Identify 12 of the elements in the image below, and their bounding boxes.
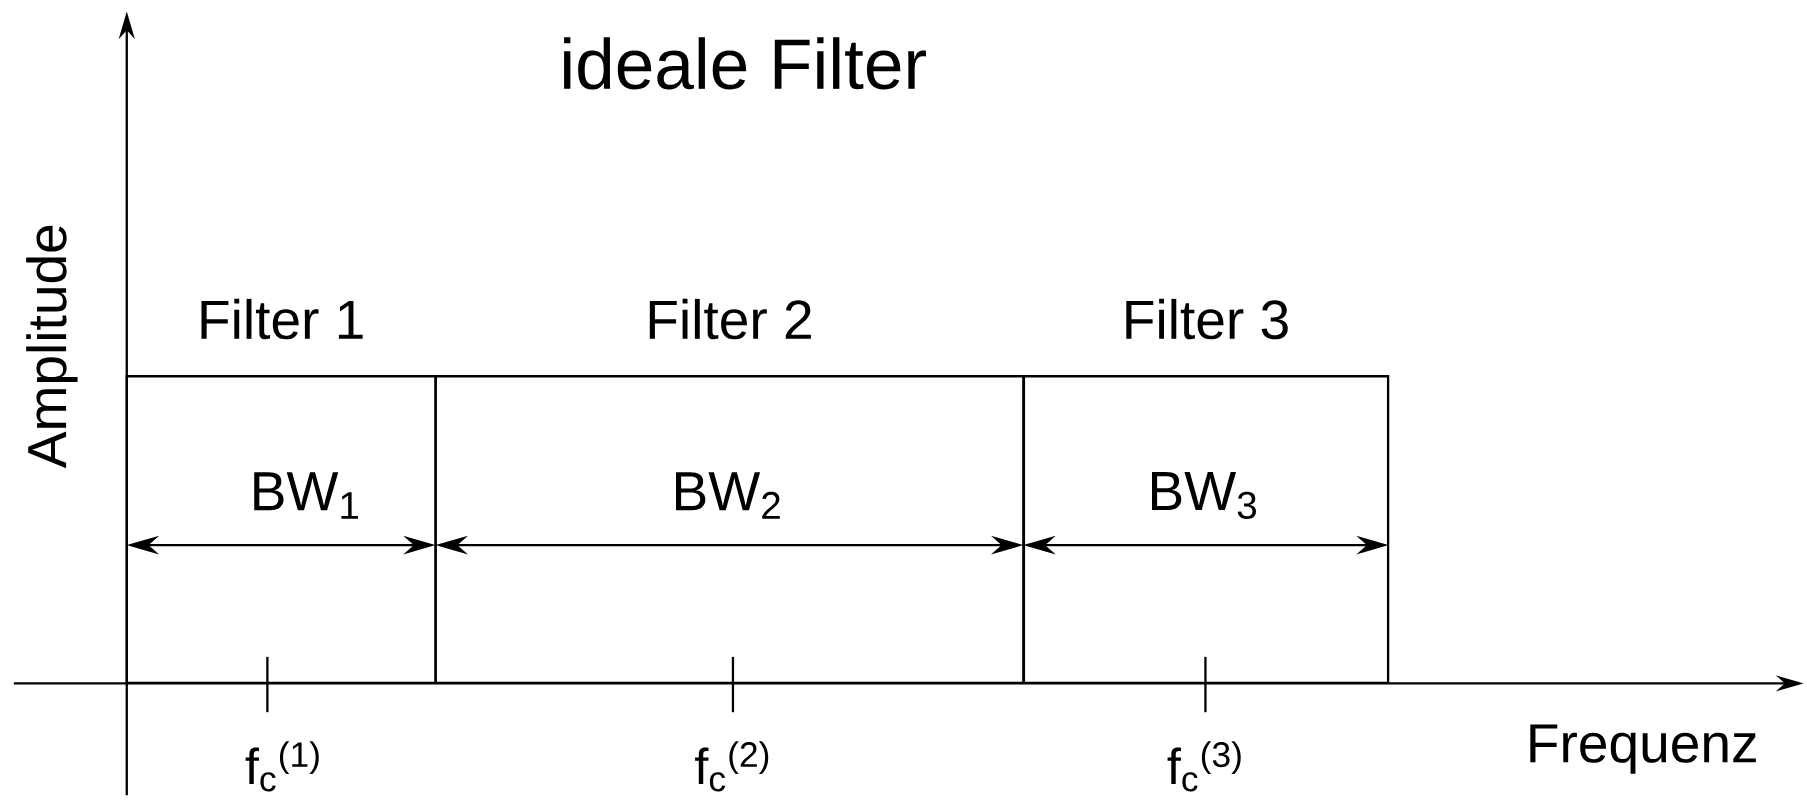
- axis-label: Amplitude: [26, 225, 78, 468]
- node-label: Filter 2: [649, 298, 811, 340]
- frequency-label: f$_{c}$(3): [1167, 741, 1241, 792]
- title: ideale Filter: [564, 37, 926, 90]
- node-label: Filter 1: [201, 298, 363, 340]
- frequency-label: f$_{c}$(1): [245, 741, 319, 792]
- axis-label: Frequenz: [1530, 724, 1756, 774]
- bandwidth-label: BW$_{1}$: [254, 472, 359, 519]
- frequency-label: f$_{c}$(2): [695, 741, 769, 792]
- bandwidth-label: BW$_{3}$: [1152, 471, 1256, 519]
- node-label: Filter 3: [1126, 298, 1288, 340]
- bandwidth-label: BW$_{2}$: [676, 472, 780, 519]
